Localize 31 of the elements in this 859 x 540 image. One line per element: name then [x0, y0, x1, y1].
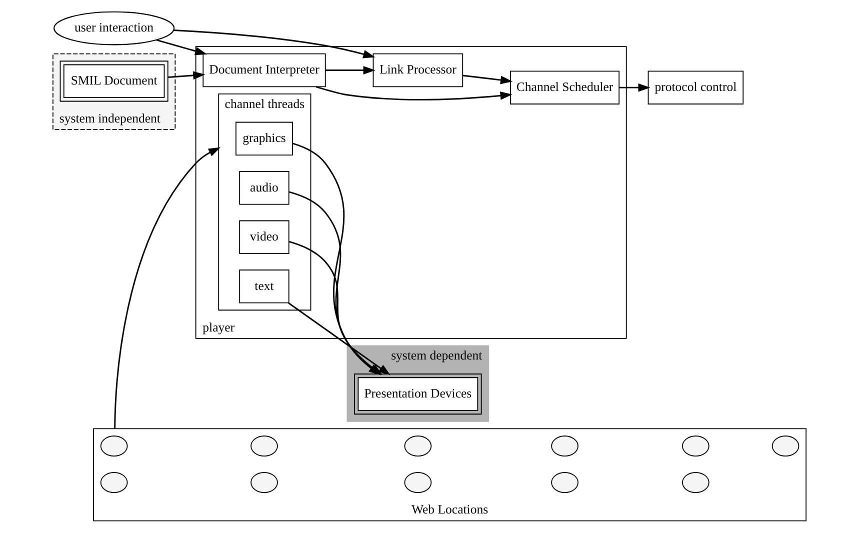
- node-circle: [404, 472, 432, 494]
- node-box: Document Interpreter: [202, 53, 326, 88]
- arrow: [462, 74, 513, 84]
- arrow: [168, 71, 206, 80]
- arrow: [174, 30, 376, 58]
- node-circle: [250, 436, 278, 457]
- node-circle: [551, 472, 578, 494]
- node-circle: [404, 436, 432, 457]
- node-box: video: [239, 220, 290, 254]
- node-circle: [682, 436, 710, 457]
- arrow: [114, 147, 221, 429]
- arrow: [619, 83, 650, 92]
- node-circle: [100, 472, 128, 494]
- arrow: [326, 66, 376, 74]
- cluster: Web Locations: [93, 428, 806, 522]
- arrow: [156, 39, 208, 56]
- node-box: graphics: [236, 122, 293, 156]
- node-box: Link Processor: [372, 53, 464, 88]
- node-circle: [250, 472, 278, 494]
- node-box: protocol control: [648, 70, 744, 104]
- node-box: SMIL Document: [60, 60, 168, 102]
- node-circle: [100, 436, 128, 457]
- arrow: [316, 86, 512, 100]
- node-circle: [551, 436, 578, 457]
- node-box: Presentation Devices: [354, 374, 482, 415]
- node-ellipse: user interaction: [54, 11, 175, 46]
- node-circle: [772, 436, 800, 457]
- node-box: text: [239, 270, 290, 304]
- node-box: audio: [239, 171, 290, 205]
- node-circle: [682, 472, 710, 494]
- node-box: Channel Scheduler: [510, 70, 620, 104]
